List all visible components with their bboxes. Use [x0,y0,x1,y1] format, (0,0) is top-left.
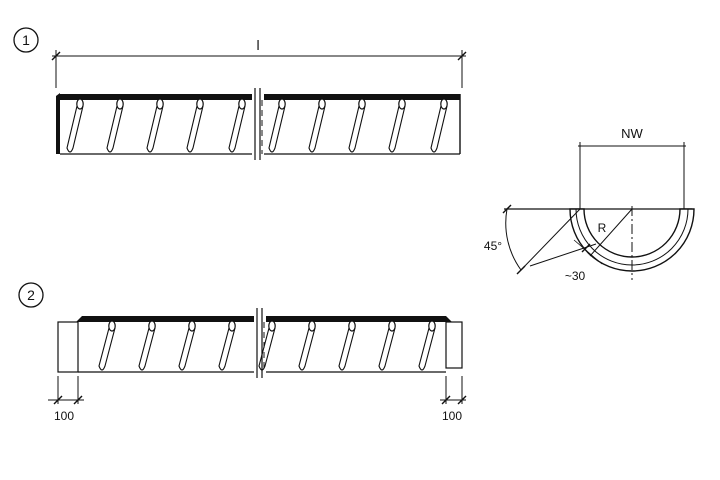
pipe-rib [98,320,116,371]
end-dimension-right: 100 [440,376,467,423]
pipe-rib [338,320,356,371]
figure-2-number: 2 [27,287,35,303]
angle-tick-top [502,204,512,214]
plain-end-right [445,321,463,369]
pipe-rib [228,98,246,153]
figure-1-number: 1 [22,32,30,48]
figure-1-break-mark [254,88,263,160]
end-left-label: 100 [54,409,74,423]
thickness-label: ~30 [565,269,586,283]
top-rib-strip [60,94,252,100]
thickness-tick [581,243,591,253]
figure-1: 1 l [13,27,467,160]
figure-2-left-segment [57,316,254,373]
dim-tick [73,395,83,405]
pipe-rib [268,98,286,153]
figure-2-number-badge: 2 [18,282,44,308]
pipe-rib [418,320,436,371]
pipe-rib [106,98,124,153]
pipe-rib [388,98,406,153]
left-end-cap [56,93,60,154]
end-right-label: 100 [442,409,462,423]
pipe-rib [348,98,366,153]
pipe-rib [218,320,236,371]
pipe-rib [146,98,164,153]
rib-group [66,98,246,153]
pipe-rib [430,98,448,153]
rib-group [98,320,236,371]
dim-tick [53,395,63,405]
top-rib-strip [60,316,254,322]
dim-tick-right [457,51,467,61]
rib-group [268,98,448,153]
pipe-rib [298,320,316,371]
nw-label: NW [621,126,643,141]
pipe-rib [186,98,204,153]
thickness-dim-line [529,243,597,267]
pipe-rib [308,98,326,153]
pipe-rib [258,320,276,371]
figure-1-circle [13,27,39,53]
figure-1-length-dimension: l [51,37,467,88]
radius-line [589,208,633,257]
angle-leg [520,208,581,271]
length-label: l [256,37,259,53]
figure-2-circle [18,282,44,308]
cross-section: NW R 45° ~30 [484,126,695,283]
figure-1-right-segment [264,94,461,155]
dim-tick [441,395,451,405]
pipe-rib [66,98,84,153]
figure-1-left-segment [56,93,252,155]
top-rib-strip [264,94,460,100]
top-rib-strip [266,316,452,322]
pipe-rib [178,320,196,371]
plain-end-left [57,321,79,373]
dim-tick-left [51,51,61,61]
angle-tick-bottom [516,265,526,275]
radius-label: R [598,221,607,235]
figure-2: 2 100 [18,282,467,423]
figure-2-right-segment [258,316,463,373]
thickness-leader [573,239,603,265]
angle-label: 45° [484,239,502,253]
figure-1-number-badge: 1 [13,27,39,53]
rib-group [258,320,436,371]
figure-2-break-mark [256,308,265,378]
angle-arc [505,208,522,271]
pipe-rib [138,320,156,371]
pipe-rib [378,320,396,371]
end-dimension-left: 100 [48,376,84,423]
dim-tick [457,395,467,405]
